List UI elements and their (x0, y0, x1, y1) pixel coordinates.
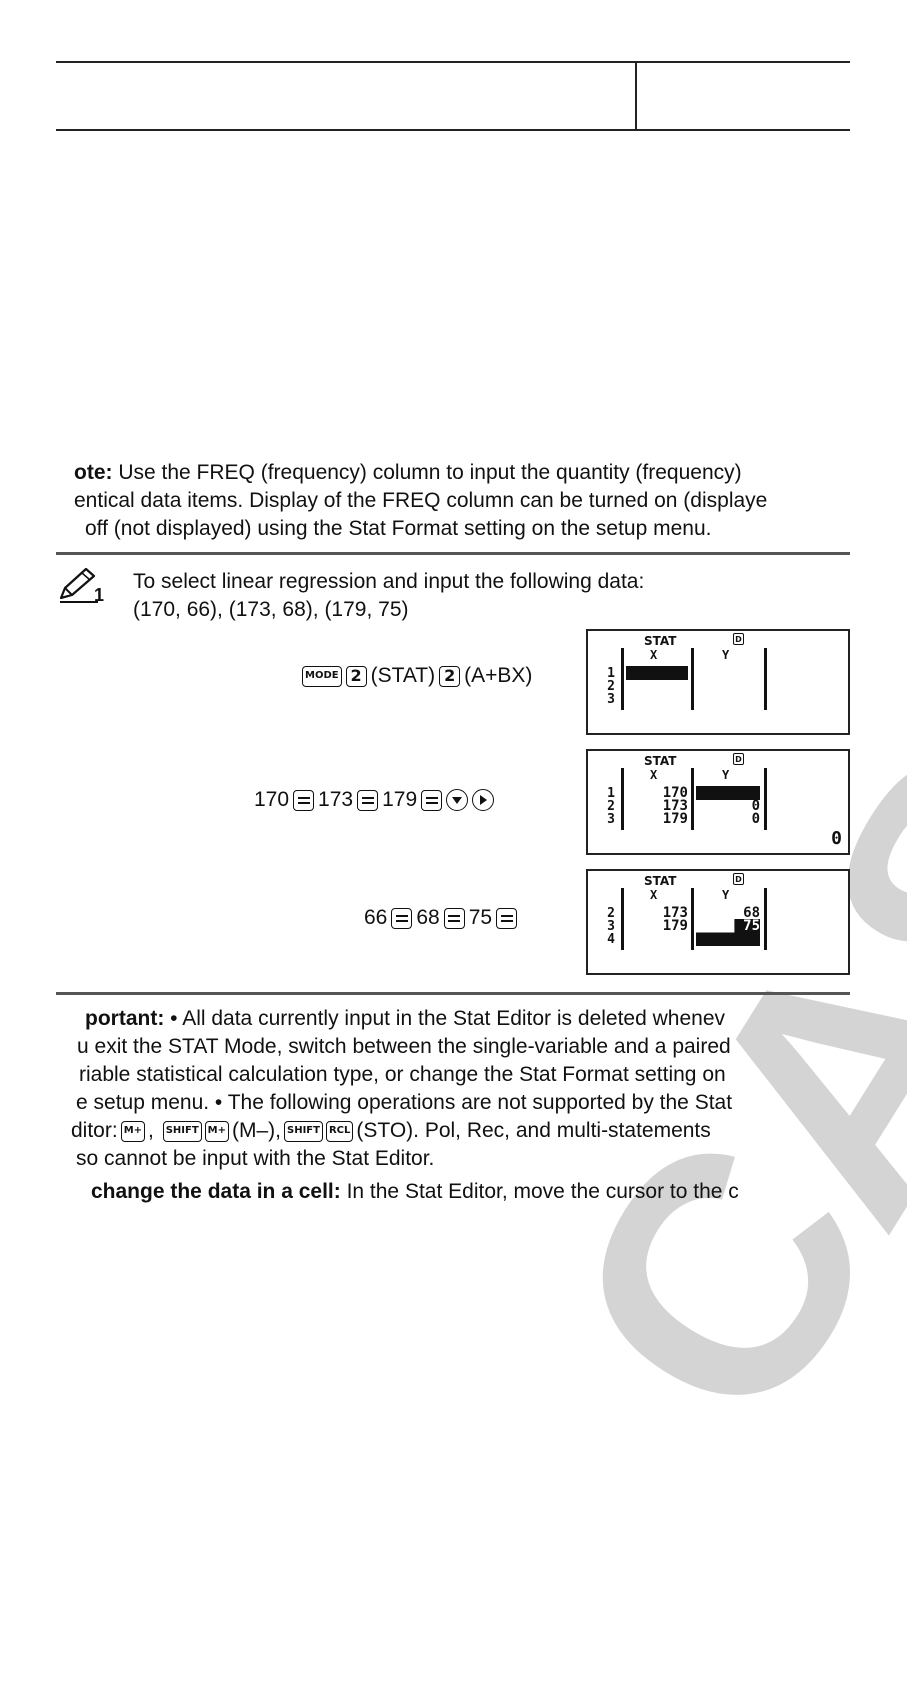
equals-key (421, 789, 443, 811)
value-68: 68 (416, 906, 440, 929)
svg-text:1: 1 (94, 585, 104, 604)
equals-key (293, 789, 315, 811)
column-divider (621, 768, 624, 830)
column-y-header: Y (722, 888, 730, 902)
column-divider (691, 648, 694, 710)
important-label: portant: (85, 1007, 165, 1030)
important-line-6: so cannot be input with the Stat Editor. (76, 1147, 435, 1170)
column-divider (691, 768, 694, 830)
row-number: 4 (607, 932, 615, 947)
calc-screen-1: STAT D X Y 1 2 3 (586, 629, 850, 735)
column-divider (691, 888, 694, 950)
degree-indicator: D (733, 873, 744, 885)
column-divider (764, 888, 767, 950)
stat-indicator: STAT (644, 634, 677, 648)
column-divider (621, 648, 624, 710)
cell-y: 0 (751, 811, 760, 827)
row-number: 2 (607, 906, 615, 921)
cell-y: 0 (751, 798, 760, 814)
calc-screen-3: STAT D X Y 2 3 4 173 179 68 75 (586, 869, 850, 975)
cell-cursor (626, 666, 688, 680)
mode-key: MODE (302, 665, 342, 687)
step2-keys: 170 173 179 (254, 786, 495, 814)
section-rule-bottom (56, 992, 850, 995)
shift-key: SHIFT (284, 1120, 323, 1142)
note-line-1: ote: Use the FREQ (frequency) column to … (74, 461, 742, 484)
stat-indicator: STAT (644, 754, 677, 768)
important-line-2: u exit the STAT Mode, switch between the… (77, 1035, 731, 1058)
important-line-3: riable statistical calculation type, or … (79, 1063, 726, 1086)
m-plus-key: M+ (204, 1120, 229, 1142)
value-179: 179 (382, 788, 418, 811)
cell-x: 179 (662, 918, 688, 934)
header-rule-top (56, 61, 850, 63)
column-divider (621, 888, 624, 950)
note-label: ote: (74, 461, 113, 484)
important-line-5: ditor: M+, SHIFT M+ (M–), SHIFT RCL (STO… (71, 1119, 711, 1142)
note-line-3: off (not displayed) using the Stat Forma… (85, 517, 712, 540)
equals-key (496, 907, 518, 929)
equals-key (443, 907, 465, 929)
row-number: 3 (607, 692, 615, 707)
cell-x: 173 (662, 798, 688, 814)
step1-keys: MODE 2 (STAT) 2 (A+BX) (302, 662, 532, 690)
header-column-divider (635, 61, 637, 131)
equals-key (391, 907, 413, 929)
pencil-icon: 1 (59, 567, 104, 604)
input-line-value: 0 (831, 828, 842, 849)
example-title: To select linear regression and input th… (133, 570, 645, 593)
column-y-header: Y (722, 768, 730, 782)
cell-x: 170 (662, 785, 688, 801)
right-arrow-icon (472, 789, 495, 811)
column-y-header: Y (722, 648, 730, 662)
degree-indicator: D (733, 633, 744, 645)
stat-indicator: STAT (644, 874, 677, 888)
stat-label: (STAT) (370, 664, 436, 687)
value-66: 66 (364, 906, 388, 929)
row-number: 2 (607, 799, 615, 814)
note-line-2: entical data items. Display of the FREQ … (74, 489, 768, 512)
row-number: 1 (607, 786, 615, 801)
degree-indicator: D (733, 753, 744, 765)
calc-screen-2: STAT D X Y 1 2 3 170 173 179 0 0 0 (586, 749, 850, 855)
header-rule-bottom (56, 129, 850, 131)
column-divider (764, 648, 767, 710)
value-75: 75 (468, 906, 493, 929)
column-divider (764, 768, 767, 830)
cell-cursor (696, 786, 760, 800)
cell-y: 75 (743, 918, 760, 934)
cell-y: 68 (743, 905, 760, 921)
row-number: 1 (607, 666, 615, 681)
change-data-line: change the data in a cell: In the Stat E… (91, 1180, 739, 1203)
shift-key: SHIFT (162, 1120, 202, 1142)
example-data: (170, 66), (173, 68), (179, 75) (133, 598, 409, 621)
row-number: 3 (607, 919, 615, 934)
value-173: 173 (318, 788, 354, 811)
section-rule-top (56, 552, 850, 555)
row-number: 2 (607, 679, 615, 694)
down-arrow-icon (446, 789, 469, 811)
abx-label: (A+BX) (464, 664, 533, 687)
important-line-1: portant: • All data currently input in t… (85, 1007, 726, 1030)
m-plus-key: M+ (120, 1120, 146, 1142)
equals-key (357, 789, 379, 811)
rcl-key: RCL (325, 1120, 354, 1142)
column-x-header: X (650, 648, 658, 662)
change-data-label: change the data in a cell: (91, 1180, 341, 1203)
column-x-header: X (650, 888, 658, 902)
two-key: 2 (345, 665, 367, 687)
value-170: 170 (254, 788, 290, 811)
step3-keys: 66 68 75 (364, 904, 518, 932)
important-line-4: e setup menu. • The following operations… (76, 1091, 733, 1114)
two-key: 2 (439, 665, 461, 687)
row-number: 3 (607, 812, 615, 827)
cell-x: 179 (662, 811, 688, 827)
column-x-header: X (650, 768, 658, 782)
cell-x: 173 (662, 905, 688, 921)
